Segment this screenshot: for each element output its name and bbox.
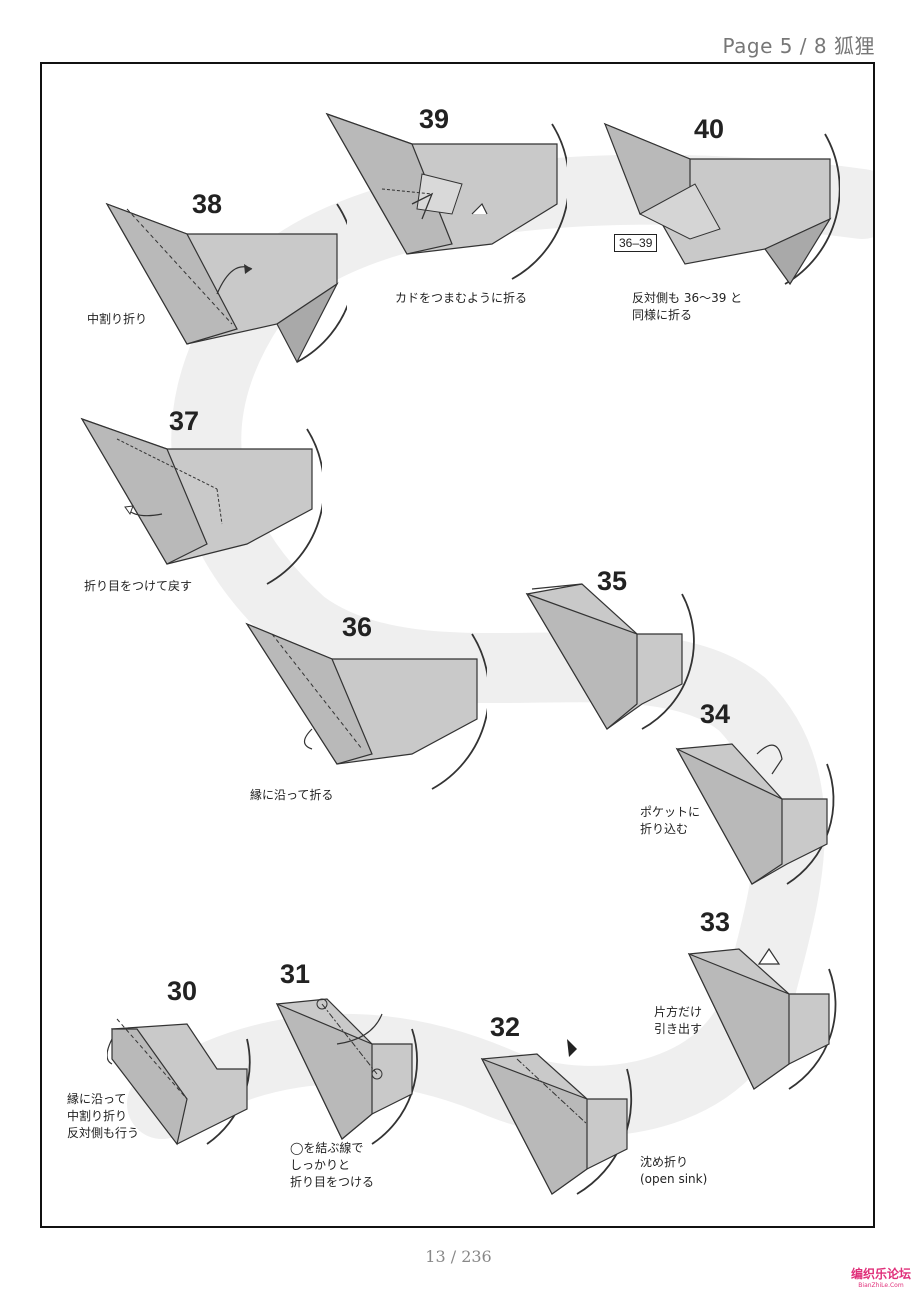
caption-36: 縁に沿って折る — [250, 788, 334, 802]
reference-box: 36–39 — [614, 234, 658, 252]
step-number-39: 39 — [419, 104, 450, 134]
watermark-logo: 编织乐论坛 BianZhiLe.Com — [850, 1267, 911, 1289]
fold-diagram-39 — [325, 112, 567, 280]
fold-diagram-36 — [245, 622, 487, 790]
step-number-31: 31 — [280, 959, 311, 989]
caption-30: 縁に沿って 中割り折り 反対側も行う — [67, 1092, 140, 1140]
caption-37: 折り目をつけて戻す — [84, 579, 193, 593]
step-number-34: 34 — [700, 699, 731, 729]
caption-33: 片方だけ 引き出す — [654, 1005, 703, 1036]
page-number: 13 / 236 — [425, 1247, 492, 1266]
step-number-38: 38 — [192, 189, 223, 219]
page-header: Page 5 / 8 狐狸 — [722, 34, 875, 58]
caption-34: ポケットに 折り込む — [640, 805, 701, 836]
fold-diagram-37 — [80, 417, 322, 585]
diagram-frame: 38 中割り折り 39 カドをつまむように折る 40 36–39 反対側も 36… — [40, 62, 875, 1228]
caption-32: 沈め折り (open sink) — [640, 1155, 708, 1186]
fold-diagram-33 — [687, 947, 837, 1090]
fold-diagram-31 — [275, 998, 418, 1145]
fold-diagram-35 — [525, 583, 695, 730]
step-number-30: 30 — [167, 976, 198, 1006]
caption-31: ◯を結ぶ線で しっかりと 折り目をつける — [290, 1141, 375, 1189]
step-number-40: 40 — [694, 114, 725, 144]
fold-diagram-40 — [603, 122, 840, 286]
caption-40: 反対側も 36～39 と 同様に折る — [632, 291, 743, 322]
step-number-33: 33 — [700, 907, 731, 937]
step-number-32: 32 — [490, 1012, 521, 1042]
fold-diagram-32 — [480, 1039, 633, 1195]
fold-diagram-30 — [107, 1018, 251, 1146]
fold-diagram-34 — [675, 743, 835, 885]
caption-39: カドをつまむように折る — [395, 291, 528, 305]
caption-38: 中割り折り — [87, 312, 148, 326]
step-number-37: 37 — [169, 406, 200, 436]
fold-diagram-38 — [105, 202, 347, 364]
step-number-35: 35 — [597, 566, 628, 596]
step-number-36: 36 — [342, 612, 373, 642]
